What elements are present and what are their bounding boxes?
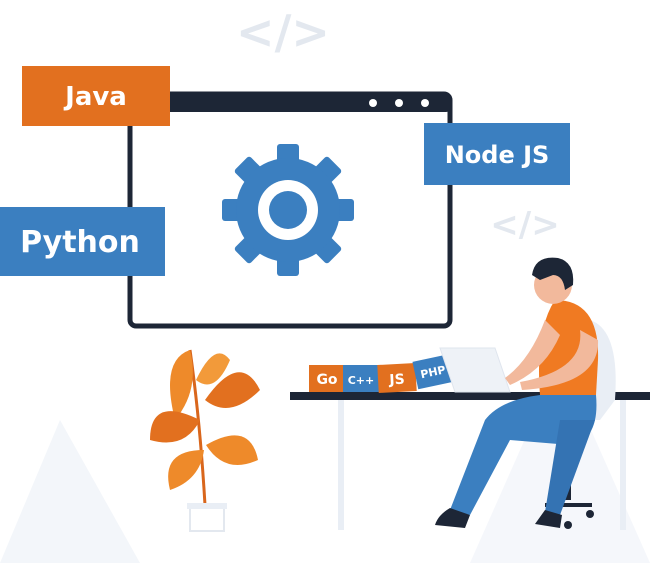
tag-js: JS <box>377 363 417 393</box>
window-dot-icon <box>395 99 403 107</box>
python-label: Python <box>0 207 165 276</box>
bg-shape <box>0 420 140 563</box>
svg-text:PHP: PHP <box>419 363 446 381</box>
svg-text:Go: Go <box>316 372 337 388</box>
plant-pot <box>189 504 225 532</box>
svg-text:Node JS: Node JS <box>445 141 550 169</box>
desk <box>290 392 650 530</box>
laptop <box>439 347 511 393</box>
window-dot-icon <box>421 99 429 107</box>
person <box>435 257 599 528</box>
person-shoe <box>435 508 470 528</box>
window-dot-icon <box>369 99 377 107</box>
person-shoe <box>535 510 562 528</box>
tag-cpp: C++ <box>343 365 380 392</box>
svg-text:JS: JS <box>388 372 405 389</box>
java-label: Java <box>22 66 170 126</box>
tag-go: Go <box>309 365 346 392</box>
tag-php: PHP <box>412 354 454 390</box>
node-js-label: Node JS <box>424 123 570 185</box>
code-icon: </> <box>490 205 559 245</box>
plant <box>150 349 260 532</box>
svg-text:Java: Java <box>63 82 127 112</box>
person-hair <box>532 257 574 290</box>
svg-text:Python: Python <box>20 225 140 260</box>
gear-icon <box>222 144 354 276</box>
code-icon: </> <box>236 5 330 59</box>
svg-text:C++: C++ <box>348 374 375 387</box>
